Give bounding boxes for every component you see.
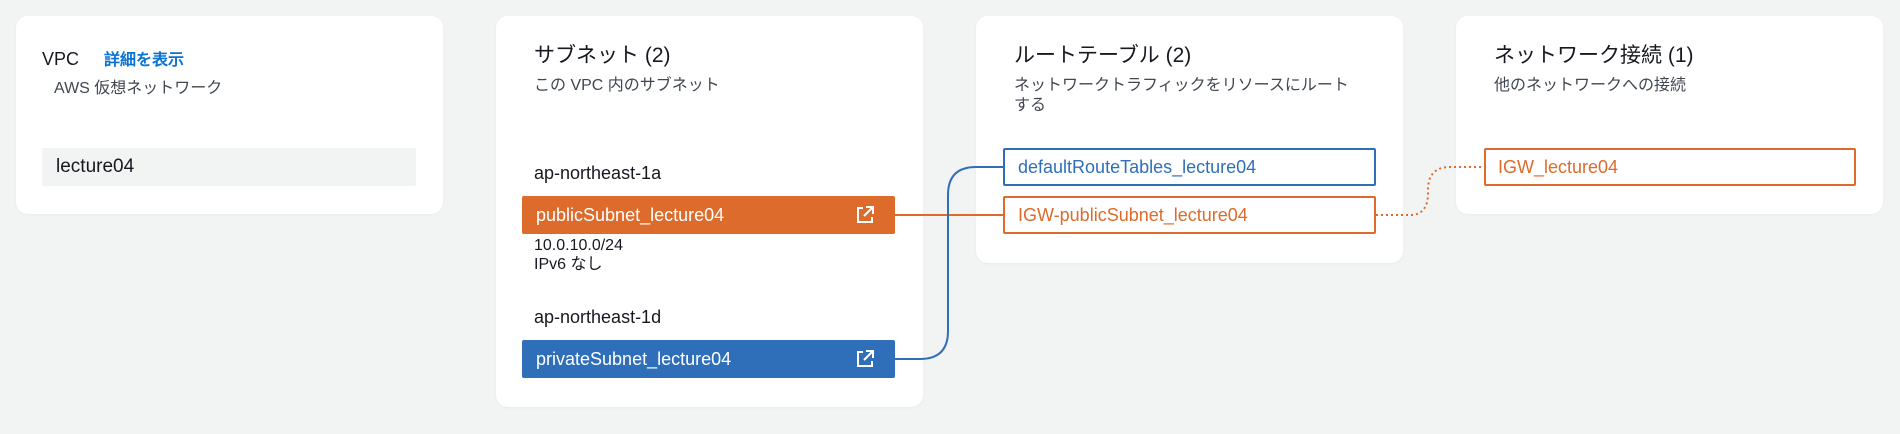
public-subnet-box[interactable]: publicSubnet_lecture04: [522, 196, 895, 234]
external-link-icon[interactable]: [855, 205, 875, 225]
route-table-igw-public[interactable]: IGW-publicSubnet_lecture04: [1003, 196, 1376, 234]
vpc-subtitle: AWS 仮想ネットワーク: [54, 80, 223, 97]
vpc-title-row: VPC 詳細を表示: [42, 46, 184, 74]
vpc-name-chip: lecture04: [42, 148, 416, 186]
az-label-1d: ap-northeast-1d: [534, 307, 662, 327]
public-subnet-name: publicSubnet_lecture04: [536, 205, 725, 225]
subnets-subtitle: この VPC 内のサブネット: [534, 77, 720, 94]
external-link-icon[interactable]: [855, 349, 875, 369]
public-subnet-cidr: 10.0.10.0/24: [534, 237, 623, 254]
subnets-card: サブネット (2) この VPC 内のサブネット ap-northeast-1a…: [496, 16, 923, 407]
subnets-title: サブネット (2): [534, 44, 671, 67]
private-subnet-name: privateSubnet_lecture04: [536, 349, 732, 369]
public-subnet-ipv6: IPv6 なし: [534, 256, 603, 273]
vpc-card: VPC 詳細を表示 AWS 仮想ネットワーク lecture04: [16, 16, 443, 214]
route-tables-subtitle: ネットワークトラフィックをリソースにルートする: [1014, 77, 1349, 114]
route-table-default[interactable]: defaultRouteTables_lecture04: [1003, 148, 1376, 186]
network-connections-card: ネットワーク接続 (1) 他のネットワークへの接続 IGW_lecture04: [1456, 16, 1883, 214]
private-subnet-box[interactable]: privateSubnet_lecture04: [522, 340, 895, 378]
network-connections-subtitle: 他のネットワークへの接続: [1494, 77, 1687, 94]
vpc-details-link[interactable]: 詳細を表示: [104, 52, 185, 69]
internet-gateway-item[interactable]: IGW_lecture04: [1484, 148, 1856, 186]
az-label-1a: ap-northeast-1a: [534, 163, 662, 183]
route-tables-card: ルートテーブル (2) ネットワークトラフィックをリソースにルートする defa…: [976, 16, 1403, 263]
network-connections-title: ネットワーク接続 (1): [1494, 44, 1694, 67]
vpc-title: VPC: [42, 49, 80, 69]
route-tables-title: ルートテーブル (2): [1014, 44, 1192, 67]
